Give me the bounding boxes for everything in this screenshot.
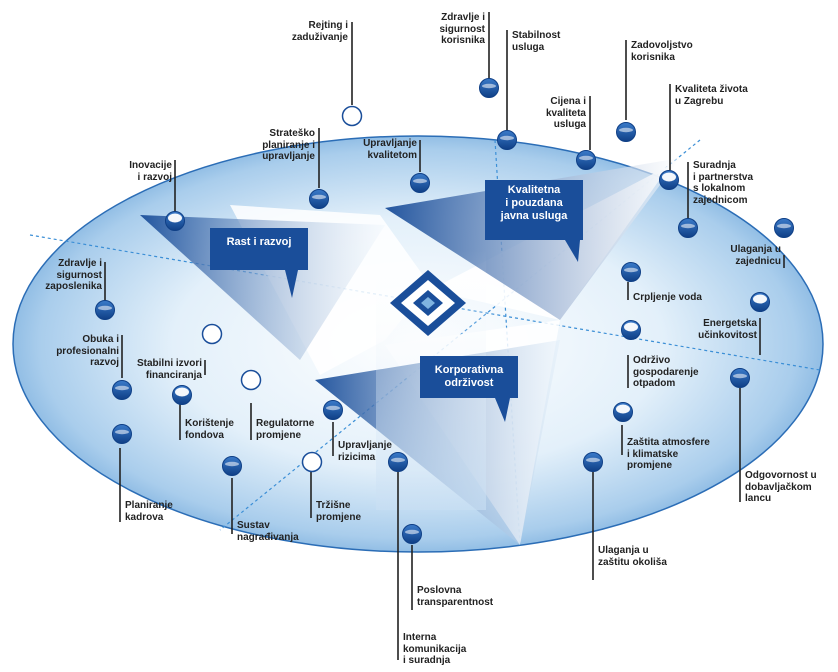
label-suradnja: Suradnja i partnerstva s lokalnom zajedn… [693, 160, 754, 206]
filled-topic-circle [659, 170, 679, 190]
filled-topic-circle [750, 292, 770, 312]
filled-topic-circle [410, 173, 430, 193]
filled-topic-circle [165, 211, 185, 231]
label-interna: Interna komunikacija i suradnja [403, 632, 467, 666]
label-rejting: Rejting i zaduživanje [291, 20, 348, 43]
label-inovacije: Inovacije i razvoj [129, 160, 172, 183]
label-stratesko: Strateško planiranje i upravljanje [262, 128, 315, 162]
filled-topic-circle [95, 300, 115, 320]
label-crpljenje: Crpljenje voda [633, 292, 702, 303]
label-regulatorne: Regulatorne promjene [256, 418, 315, 441]
filled-topic-circle [172, 385, 192, 405]
label-trzisne: Tržišne promjene [316, 500, 362, 523]
hollow-topic-circle [240, 369, 262, 391]
filled-topic-circle [678, 218, 698, 238]
pillar-title-growth: Rast i razvoj [226, 236, 292, 248]
filled-topic-circle [222, 456, 242, 476]
central-logo [390, 270, 466, 336]
filled-topic-circle [323, 400, 343, 420]
label-cijena: Cijena i kvaliteta usluga [545, 96, 586, 130]
filled-topic-circle [616, 122, 636, 142]
pillar-box-service [485, 180, 583, 262]
label-energetska: Energetska učinkovitost [698, 318, 757, 341]
label-odgovornost: Odgovornost u dobavljačkom lancu [745, 470, 817, 504]
label-upravljanje-kvalitetom: Upravljanje kvalitetom [363, 138, 417, 161]
filled-topic-circle [613, 402, 633, 422]
label-upravljanje-rizicima: Upravljanje rizicima [338, 440, 392, 463]
pillar-triangle-growth [140, 215, 385, 360]
filled-topic-circle [388, 452, 408, 472]
label-obuka: Obuka i profesionalni razvoj [56, 334, 119, 368]
hollow-topic-circle [301, 451, 323, 473]
filled-topic-circle [583, 452, 603, 472]
label-poslovna: Poslovna transparentnost [417, 585, 494, 608]
dashed-axis-horizontal [29, 234, 821, 371]
filled-topic-circle [479, 78, 499, 98]
filled-topic-circle [112, 424, 132, 444]
label-ulaganja-zajednica: Ulaganja u zajednicu [730, 244, 781, 267]
label-zdravlje-zaposlenika: Zdravlje i sigurnost zaposlenika [45, 258, 102, 292]
label-stabilni-izvori: Stabilni izvori financiranja [136, 358, 202, 381]
hollow-topic-circle [341, 105, 363, 127]
pillar-title-service: Kvalitetna i pouzdana javna usluga [500, 184, 568, 222]
label-odrzivo: Održivo gospodarenje otpadom [633, 355, 699, 389]
label-koristenje-fondova: Korištenje fondova [185, 418, 234, 441]
filled-topic-circle [621, 262, 641, 282]
label-planiranje-kadrova: Planiranje kadrova [125, 500, 173, 523]
label-sustav-nagradivanja: Sustav nagrađivanja [237, 520, 299, 543]
label-zdravlje-korisnika: Zdravlje i sigurnost korisnika [439, 12, 485, 46]
pillar-box-growth [210, 228, 308, 298]
label-kvaliteta-zivota: Kvaliteta života u Zagrebu [675, 84, 748, 107]
hollow-topic-circle [201, 323, 223, 345]
label-stabilnost-usluga: Stabilnost usluga [512, 30, 561, 53]
filled-topic-circle [774, 218, 794, 238]
filled-topic-circle [621, 320, 641, 340]
filled-topic-circle [402, 524, 422, 544]
topic-circles [95, 78, 794, 544]
label-ulaganja-okolis: Ulaganja u zaštitu okoliša [598, 545, 667, 568]
filled-topic-circle [309, 189, 329, 209]
filled-topic-circle [730, 368, 750, 388]
pillar-box-sustainability [420, 356, 518, 422]
filled-topic-circle [112, 380, 132, 400]
filled-topic-circle [576, 150, 596, 170]
label-zadovoljstvo: Zadovoljstvo korisnika [631, 40, 693, 63]
label-zastita-atmosfere: Zaštita atmosfere i klimatske promjene [627, 437, 710, 471]
leader-lines [104, 12, 785, 660]
filled-topic-circle [497, 130, 517, 150]
pillar-title-sustainability: Korporativna održivost [434, 364, 504, 389]
